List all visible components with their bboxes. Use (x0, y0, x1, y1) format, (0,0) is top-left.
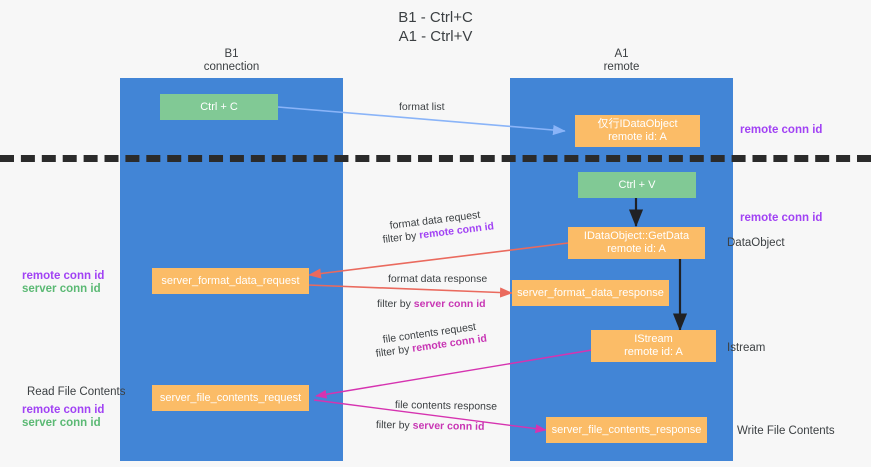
node-server-format-data-response-label: server_format_data_response (517, 286, 664, 299)
node-ctrl-v[interactable]: Ctrl + V (578, 172, 696, 198)
title-line-2: A1 - Ctrl+V (398, 28, 473, 45)
filter-key-server-conn-id: server conn id (412, 419, 485, 433)
annotation-remote-conn-id-mid: remote conn id (740, 212, 823, 224)
edge-label-file-contents-response: file contents response (394, 399, 498, 413)
filter-key-server-conn-id: server conn id (413, 298, 486, 310)
node-server-file-contents-response-label: server_file_contents_response (551, 423, 702, 436)
node-istream[interactable]: IStream remote id: A (591, 330, 716, 362)
node-server-format-data-request[interactable]: server_format_data_request (152, 268, 309, 294)
annotation-left-remote-conn-id-bottom: remote conn id (22, 404, 105, 416)
node-ctrl-v-label: Ctrl + V (618, 178, 656, 191)
node-idataobject-label: 仅行IDataObject (597, 118, 678, 130)
node-getdata-remote-id: remote id: A (607, 243, 666, 255)
filter-prefix: filter by (382, 229, 420, 246)
title-line-1: B1 - Ctrl+C (398, 9, 473, 26)
edge-label-format-data-response-filter: filter by server conn id (377, 298, 486, 311)
column-header-b1: B1 connection (120, 48, 343, 74)
node-idataobject[interactable]: 仅行IDataObject remote id: A (575, 115, 700, 147)
node-istream-label: IStream (634, 333, 673, 345)
node-server-file-contents-response[interactable]: server_file_contents_response (546, 417, 707, 443)
phase-divider (0, 155, 871, 162)
node-getdata-label: IDataObject::GetData (583, 230, 690, 242)
filter-prefix: filter by (375, 419, 413, 432)
annotation-read-file-contents: Read File Contents (27, 386, 126, 398)
annotation-left-remote-conn-id-mid: remote conn id (22, 270, 105, 282)
node-ctrl-c-label: Ctrl + C (200, 100, 238, 113)
column-header-b1-role: connection (203, 61, 260, 73)
filter-prefix: filter by (375, 342, 414, 360)
column-header-a1-role: remote (603, 61, 640, 73)
node-server-file-contents-request-label: server_file_contents_request (159, 391, 302, 404)
filter-prefix: filter by (377, 298, 414, 310)
edge-label-file-contents-response-filter: filter by server conn id (376, 419, 485, 434)
annotation-istream: Istream (727, 342, 766, 354)
edge-label-format-data-response: format data response (388, 273, 488, 285)
diagram-title: B1 - Ctrl+C A1 - Ctrl+V (0, 8, 871, 46)
edge-label-format-list: format list (399, 101, 445, 113)
annotation-dataobject: DataObject (727, 237, 785, 249)
node-istream-remote-id: remote id: A (624, 346, 683, 358)
annotation-remote-conn-id-top: remote conn id (740, 124, 823, 136)
annotation-left-server-conn-id-bottom: server conn id (22, 417, 101, 429)
annotation-left-server-conn-id-mid: server conn id (22, 283, 101, 295)
annotation-write-file-contents: Write File Contents (737, 425, 835, 437)
node-server-file-contents-request[interactable]: server_file_contents_request (152, 385, 309, 411)
node-server-format-data-response[interactable]: server_format_data_response (512, 280, 669, 306)
column-header-a1: A1 remote (510, 48, 733, 74)
node-server-format-data-request-label: server_format_data_request (161, 274, 300, 287)
node-ctrl-c[interactable]: Ctrl + C (160, 94, 278, 120)
node-idataobject-remote-id: remote id: A (608, 131, 667, 143)
column-header-a1-name: A1 (614, 48, 629, 60)
column-header-b1-name: B1 (224, 48, 239, 60)
node-idataobject-getdata[interactable]: IDataObject::GetData remote id: A (568, 227, 705, 259)
